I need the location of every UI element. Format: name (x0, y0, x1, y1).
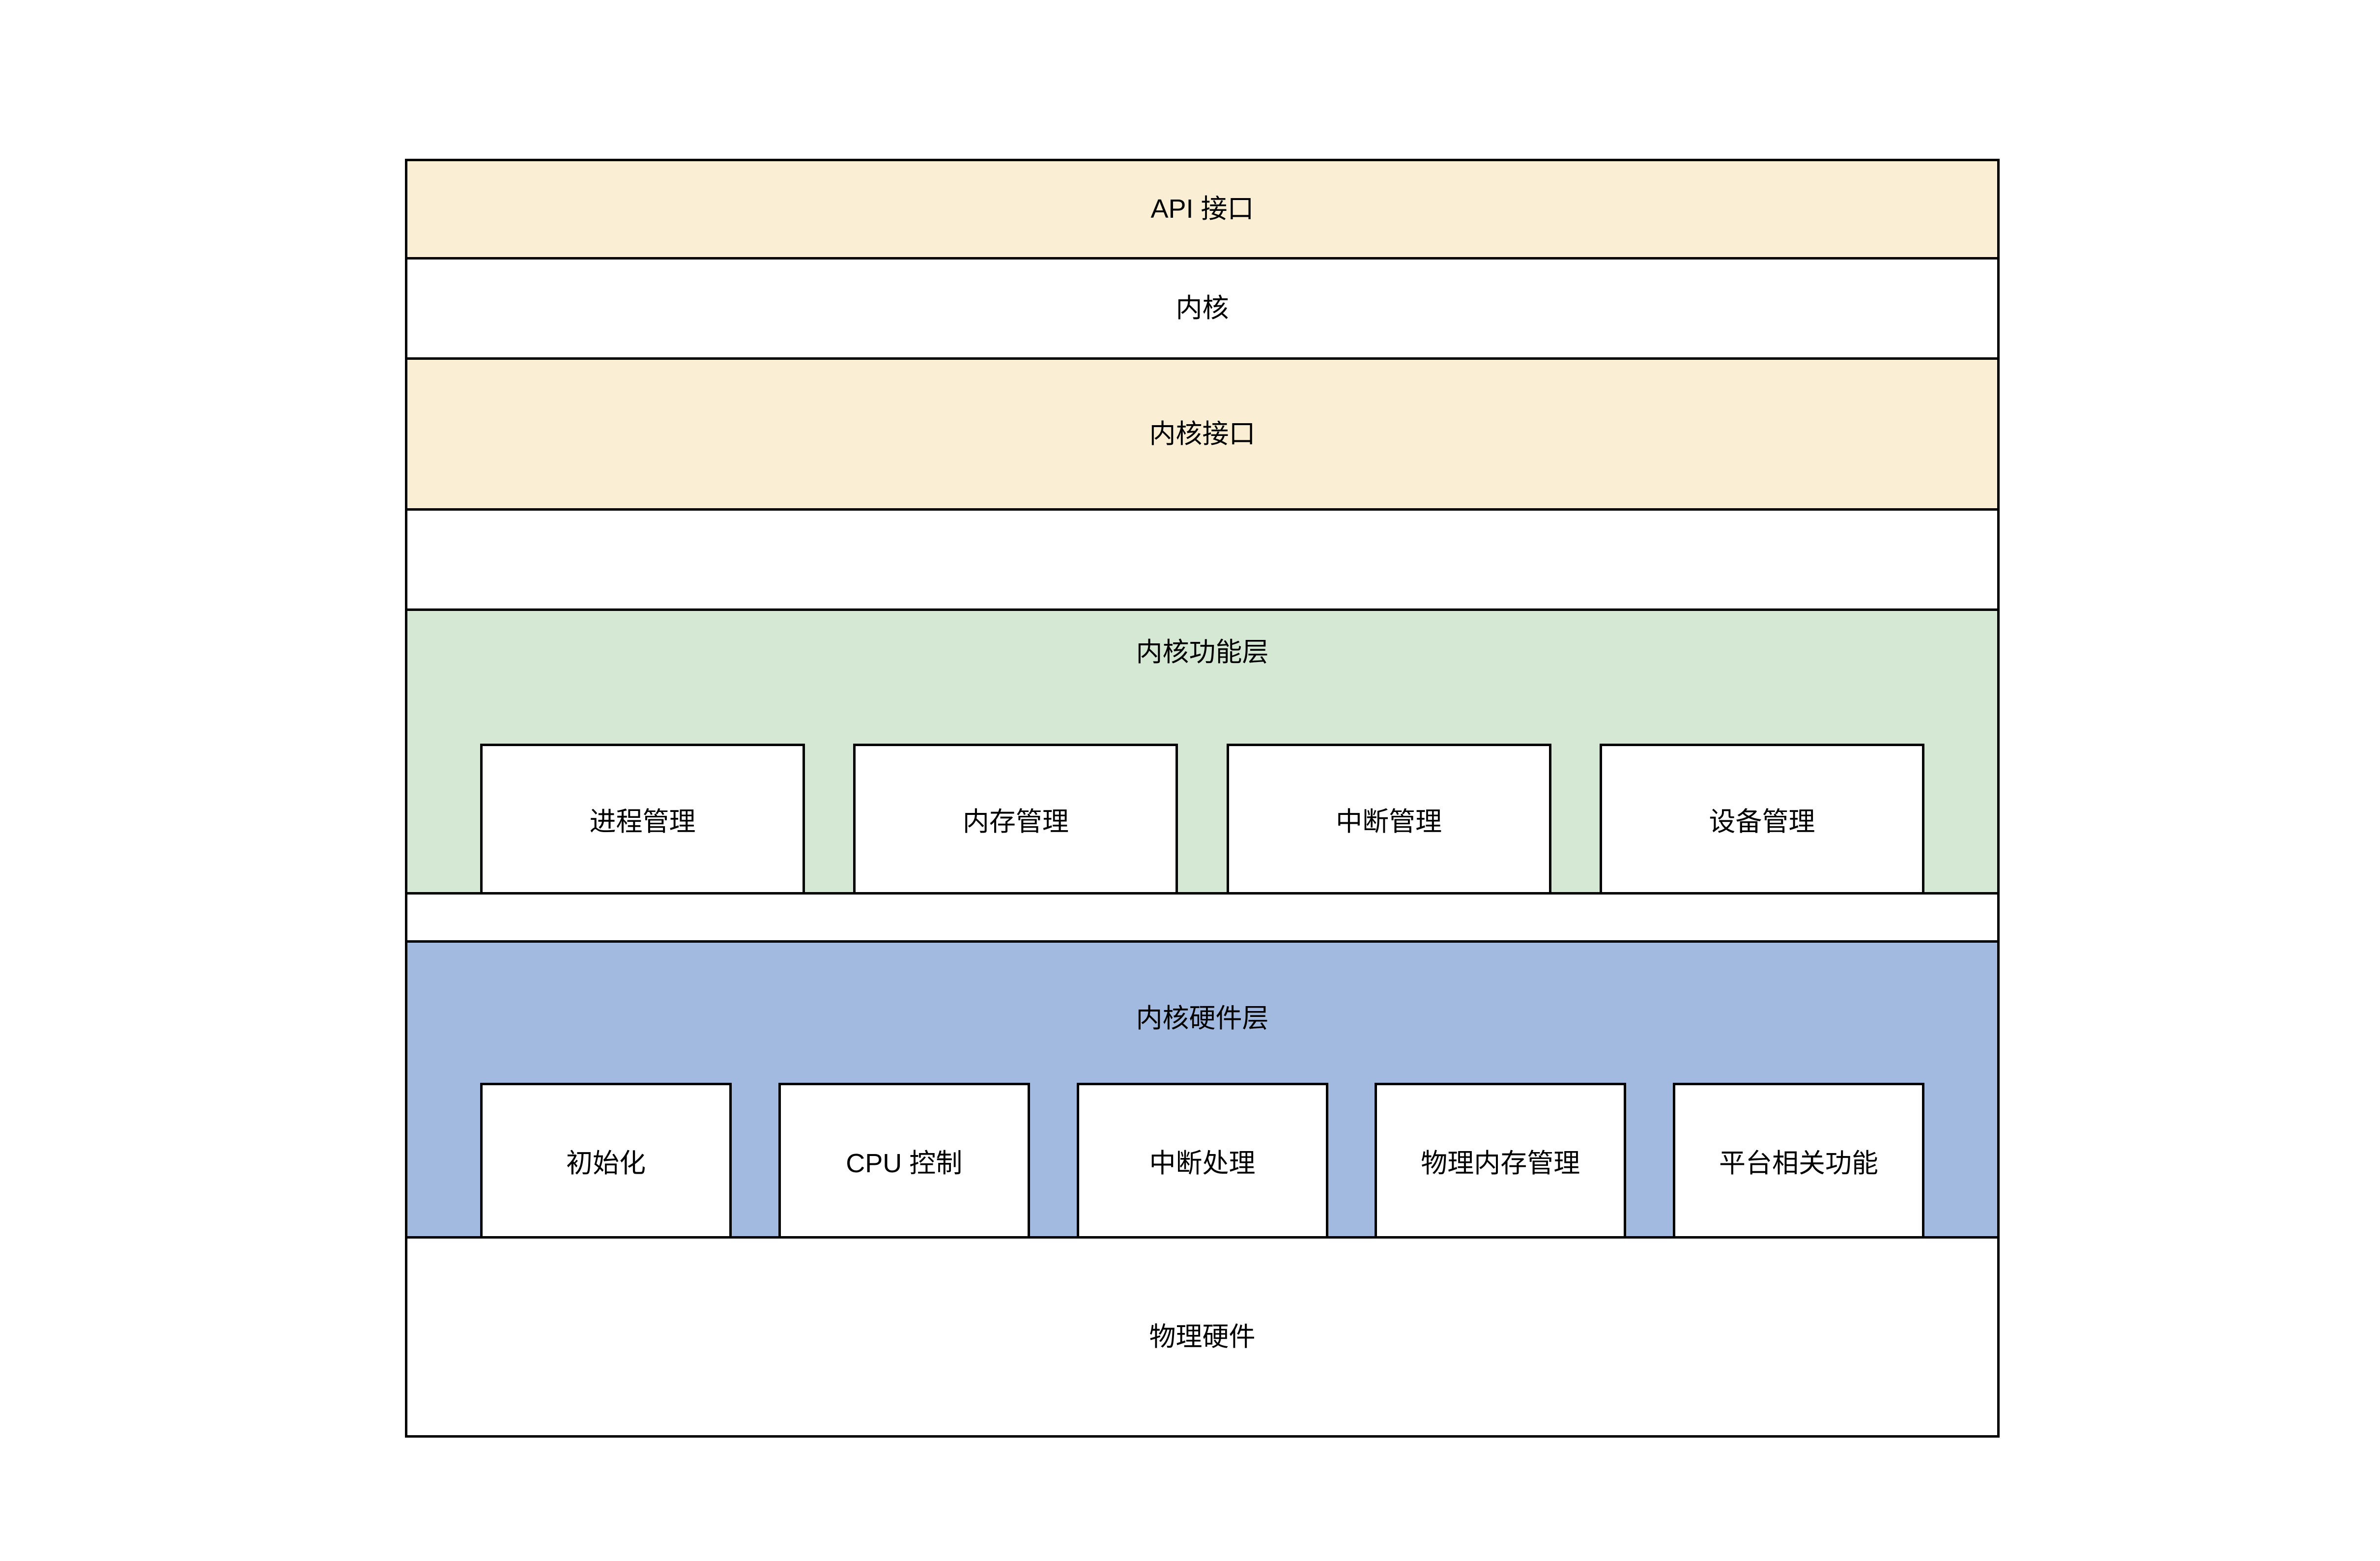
box-cpu-control: CPU 控制 (778, 1083, 1030, 1236)
box-device-management-label: 设备管理 (1709, 807, 1815, 837)
layer-api-interface-label: API 接口 (1150, 194, 1254, 224)
box-cpu-control-label: CPU 控制 (846, 1149, 963, 1178)
layer-physical-hardware-label: 物理硬件 (1149, 1322, 1256, 1352)
layer-kernel-function-label: 内核功能层 (1136, 637, 1269, 667)
kernel-function-box-row: 进程管理 内存管理 中断管理 设备管理 (407, 744, 1997, 892)
box-physical-memory-management-label: 物理内存管理 (1421, 1149, 1580, 1178)
layer-physical-hardware: 物理硬件 (407, 1239, 1997, 1435)
box-memory-management-label: 内存管理 (962, 807, 1069, 837)
kernel-hardware-box-row: 初始化 CPU 控制 中断处理 物理内存管理 平台相关功能 (407, 1083, 1997, 1236)
layer-kernel-interface-label: 内核接口 (1149, 419, 1256, 449)
layer-api-interface: API 接口 (407, 161, 1997, 260)
box-initialization-label: 初始化 (566, 1149, 646, 1178)
box-platform-functions-label: 平台相关功能 (1719, 1149, 1878, 1178)
layer-kernel-function: 内核功能层 进程管理 内存管理 中断管理 设备管理 (407, 611, 1997, 895)
layer-spacer-1 (407, 511, 1997, 611)
box-interrupt-management-label: 中断管理 (1336, 807, 1442, 837)
box-platform-functions: 平台相关功能 (1673, 1083, 1924, 1236)
box-interrupt-handling-label: 中断处理 (1149, 1149, 1256, 1178)
box-process-management-label: 进程管理 (589, 807, 696, 837)
box-initialization: 初始化 (480, 1083, 732, 1236)
box-interrupt-management: 中断管理 (1226, 744, 1551, 892)
layer-kernel-interface: 内核接口 (407, 360, 1997, 511)
layer-kernel: 内核 (407, 260, 1997, 360)
box-device-management: 设备管理 (1599, 744, 1924, 892)
box-memory-management: 内存管理 (853, 744, 1178, 892)
box-process-management: 进程管理 (480, 744, 805, 892)
layer-spacer-2 (407, 895, 1997, 943)
box-physical-memory-management: 物理内存管理 (1375, 1083, 1627, 1236)
layer-kernel-hardware-label: 内核硬件层 (1136, 1004, 1269, 1033)
kernel-architecture-diagram: API 接口 内核 内核接口 内核功能层 进程管理 内存管理 中断管理 (405, 159, 2000, 1438)
layer-kernel-label: 内核 (1176, 293, 1229, 323)
layer-kernel-hardware: 内核硬件层 初始化 CPU 控制 中断处理 物理内存管理 平台相关功能 (407, 943, 1997, 1239)
box-interrupt-handling: 中断处理 (1076, 1083, 1328, 1236)
